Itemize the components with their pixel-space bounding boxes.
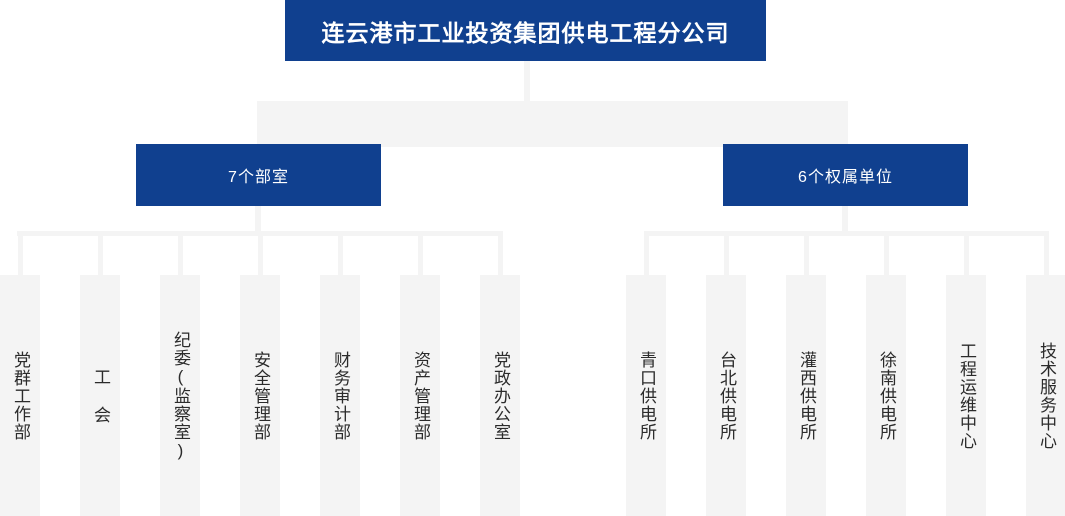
leaf-node-label: 台北供电所 (717, 350, 737, 441)
leaf-node-departments-6[interactable]: 资产管理部 (400, 275, 440, 516)
connector-drop-departments-3 (178, 231, 183, 277)
leaf-node-label: 党政办公室 (491, 350, 511, 441)
leaf-node-label: 资产管理部 (411, 350, 431, 441)
root-node[interactable]: 连云港市工业投资集团供电工程分公司 (285, 0, 766, 61)
leaf-node-departments-7[interactable]: 党政办公室 (480, 275, 520, 516)
connector-drop-departments-1 (18, 231, 23, 277)
leaf-node-label: 纪委(监察室) (171, 330, 191, 461)
leaf-node-affiliated-units-1[interactable]: 青口供电所 (626, 275, 666, 516)
branch-node-departments[interactable]: 7个部室 (136, 144, 381, 206)
leaf-node-affiliated-units-5[interactable]: 工程运维中心 (946, 275, 986, 516)
leaf-node-label: 安全管理部 (251, 350, 271, 441)
connector-departments-stem (255, 206, 261, 234)
leaf-node-departments-4[interactable]: 安全管理部 (240, 275, 280, 516)
connector-drop-affiliated-units-1 (644, 231, 649, 277)
connector-drop-departments-2 (98, 231, 103, 277)
leaf-node-departments-2[interactable]: 工 会 (80, 275, 120, 516)
branch-node-departments-label: 7个部室 (228, 169, 289, 186)
connector-drop-departments-4 (258, 231, 263, 277)
leaf-node-label: 青口供电所 (637, 350, 657, 441)
connector-drop-affiliated-units-4 (884, 231, 889, 277)
branch-node-affiliated-units-label: 6个权属单位 (798, 169, 893, 186)
connector-branch-bus (257, 101, 848, 147)
root-node-label: 连云港市工业投资集团供电工程分公司 (321, 19, 730, 46)
leaf-node-label: 党群工作部 (11, 350, 31, 441)
connector-drop-affiliated-units-2 (724, 231, 729, 277)
connector-drop-affiliated-units-3 (804, 231, 809, 277)
connector-drop-departments-7 (498, 231, 503, 277)
branch-node-affiliated-units[interactable]: 6个权属单位 (723, 144, 968, 206)
leaf-node-departments-3[interactable]: 纪委(监察室) (160, 275, 200, 516)
leaf-node-affiliated-units-2[interactable]: 台北供电所 (706, 275, 746, 516)
connector-drop-affiliated-units-5 (964, 231, 969, 277)
leaf-node-label: 徐南供电所 (877, 350, 897, 441)
connector-drop-departments-5 (338, 231, 343, 277)
leaf-node-affiliated-units-3[interactable]: 灌西供电所 (786, 275, 826, 516)
connector-drop-departments-6 (418, 231, 423, 277)
leaf-node-label: 工程运维中心 (957, 341, 977, 450)
connector-affiliated-units-bus (645, 231, 1045, 236)
leaf-node-label: 工 会 (91, 367, 111, 424)
leaf-node-departments-5[interactable]: 财务审计部 (320, 275, 360, 516)
connector-affiliated-units-stem (842, 206, 848, 234)
leaf-node-affiliated-units-4[interactable]: 徐南供电所 (866, 275, 906, 516)
connector-drop-affiliated-units-6 (1044, 231, 1049, 277)
leaf-node-label: 灌西供电所 (797, 350, 817, 441)
connector-root-stem (524, 61, 530, 103)
leaf-node-label: 财务审计部 (331, 350, 351, 441)
leaf-node-departments-1[interactable]: 党群工作部 (0, 275, 40, 516)
leaf-node-label: 技术服务中心 (1037, 341, 1057, 450)
leaf-node-affiliated-units-6[interactable]: 技术服务中心 (1026, 275, 1065, 516)
